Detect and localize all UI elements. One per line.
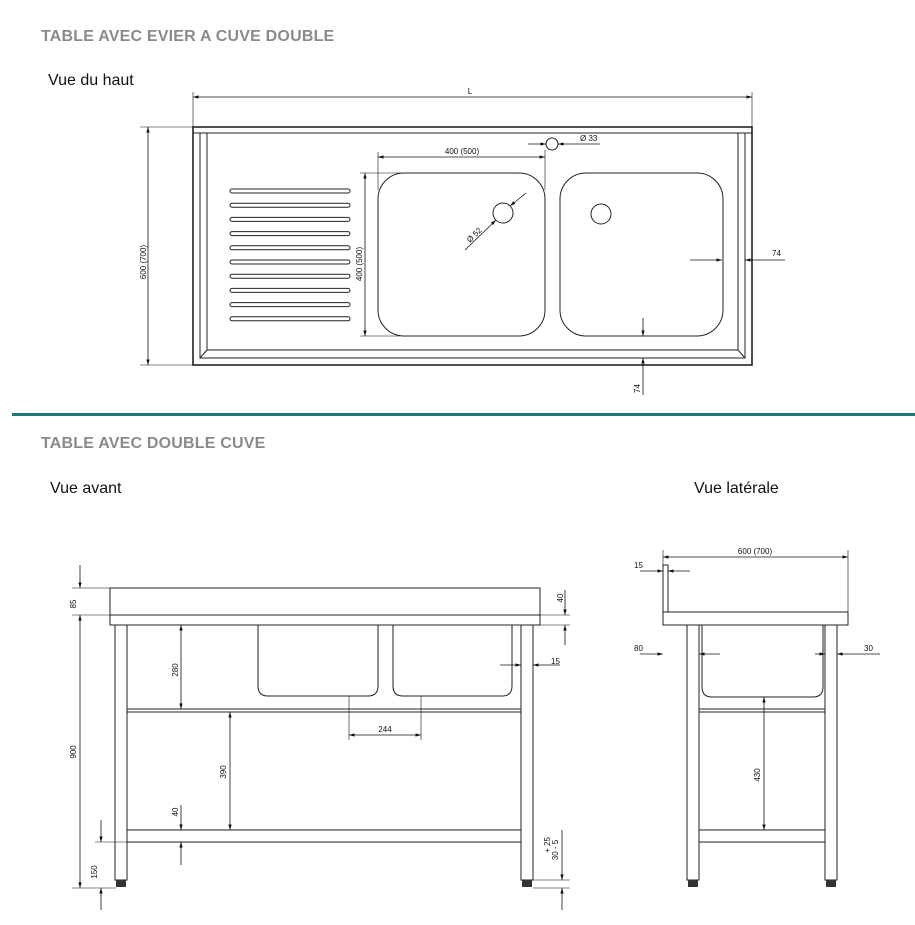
drainboard-ridge — [229, 231, 351, 237]
dimension-label: 30 — [864, 644, 873, 653]
section-divider — [12, 413, 915, 416]
tap-hole-label: Ø 33 — [580, 134, 598, 143]
drain-left — [492, 202, 514, 224]
section-title-sink-table: TABLE AVEC EVIER A CUVE DOUBLE — [41, 28, 335, 45]
dimension-label: 15 — [551, 657, 560, 666]
dimension-label: 280 — [171, 663, 180, 677]
front-margin-label: 74 — [633, 384, 642, 393]
bowl-right — [559, 172, 724, 337]
front-bowl-left — [257, 625, 379, 697]
dimension-label: 80 — [634, 644, 643, 653]
inner-border — [199, 133, 746, 359]
section-title-double-bowl-table: TABLE AVEC DOUBLE CUVE — [41, 435, 266, 452]
depth-label: 600 (700) — [139, 245, 148, 280]
drainboard-ridge — [229, 245, 351, 251]
dimension-label: 15 — [634, 561, 643, 570]
side-margin-label: 74 — [772, 249, 781, 258]
dimension-label: 40 — [556, 593, 565, 602]
frame-rail — [126, 708, 522, 713]
side-view-drawing: 600 (700) 15 80 30 430 — [634, 547, 880, 887]
drainboard-ridge — [229, 216, 351, 222]
bowl-depth-label: 400 (500) — [355, 247, 364, 282]
tap-hole — [545, 137, 559, 151]
dimension-label: 430 — [753, 768, 762, 782]
drainboard-ridge — [229, 302, 351, 308]
bowl-left — [377, 172, 546, 337]
dimension-label: 40 — [171, 807, 180, 816]
drainboard-ridges — [229, 188, 351, 322]
length-label: L — [468, 87, 473, 96]
dimension-label: 30 - 5 — [551, 839, 560, 860]
drainboard-ridge — [229, 287, 351, 293]
drain-right — [590, 203, 612, 225]
dimension-label: 244 — [378, 725, 392, 734]
front-view-drawing: 85 900 40 280 15 244 390 40 150 + 25 30 … — [69, 565, 570, 910]
dimension-label: 900 — [69, 745, 78, 759]
top-view-label: Vue du haut — [48, 72, 134, 89]
front-bowl-right — [392, 625, 513, 697]
dimension-label: 390 — [219, 765, 228, 779]
upstand — [662, 564, 669, 613]
table-outline — [192, 126, 753, 366]
lower-shelf — [126, 829, 522, 843]
dimension-label: 85 — [69, 599, 78, 608]
dimension-label: 600 (700) — [738, 547, 773, 556]
dimension-label: 150 — [90, 865, 99, 879]
drainboard-ridge — [229, 202, 351, 208]
leg-right — [520, 624, 534, 881]
side-view-label: Vue latérale — [694, 480, 779, 497]
top-view-drawing: L 600 (700) 400 (500) Ø 33 400 (500) Ø 5… — [139, 87, 785, 395]
drainboard-ridge — [229, 188, 351, 194]
front-view-label: Vue avant — [50, 480, 122, 497]
dimension-label: + 25 — [543, 837, 552, 853]
side-bowl — [701, 625, 824, 698]
drainboard-ridge — [229, 273, 351, 279]
drainboard-ridge — [229, 259, 351, 265]
drain-label: Ø 52 — [465, 225, 484, 244]
drainboard-ridge — [229, 316, 351, 322]
bowl-width-label: 400 (500) — [445, 147, 480, 156]
